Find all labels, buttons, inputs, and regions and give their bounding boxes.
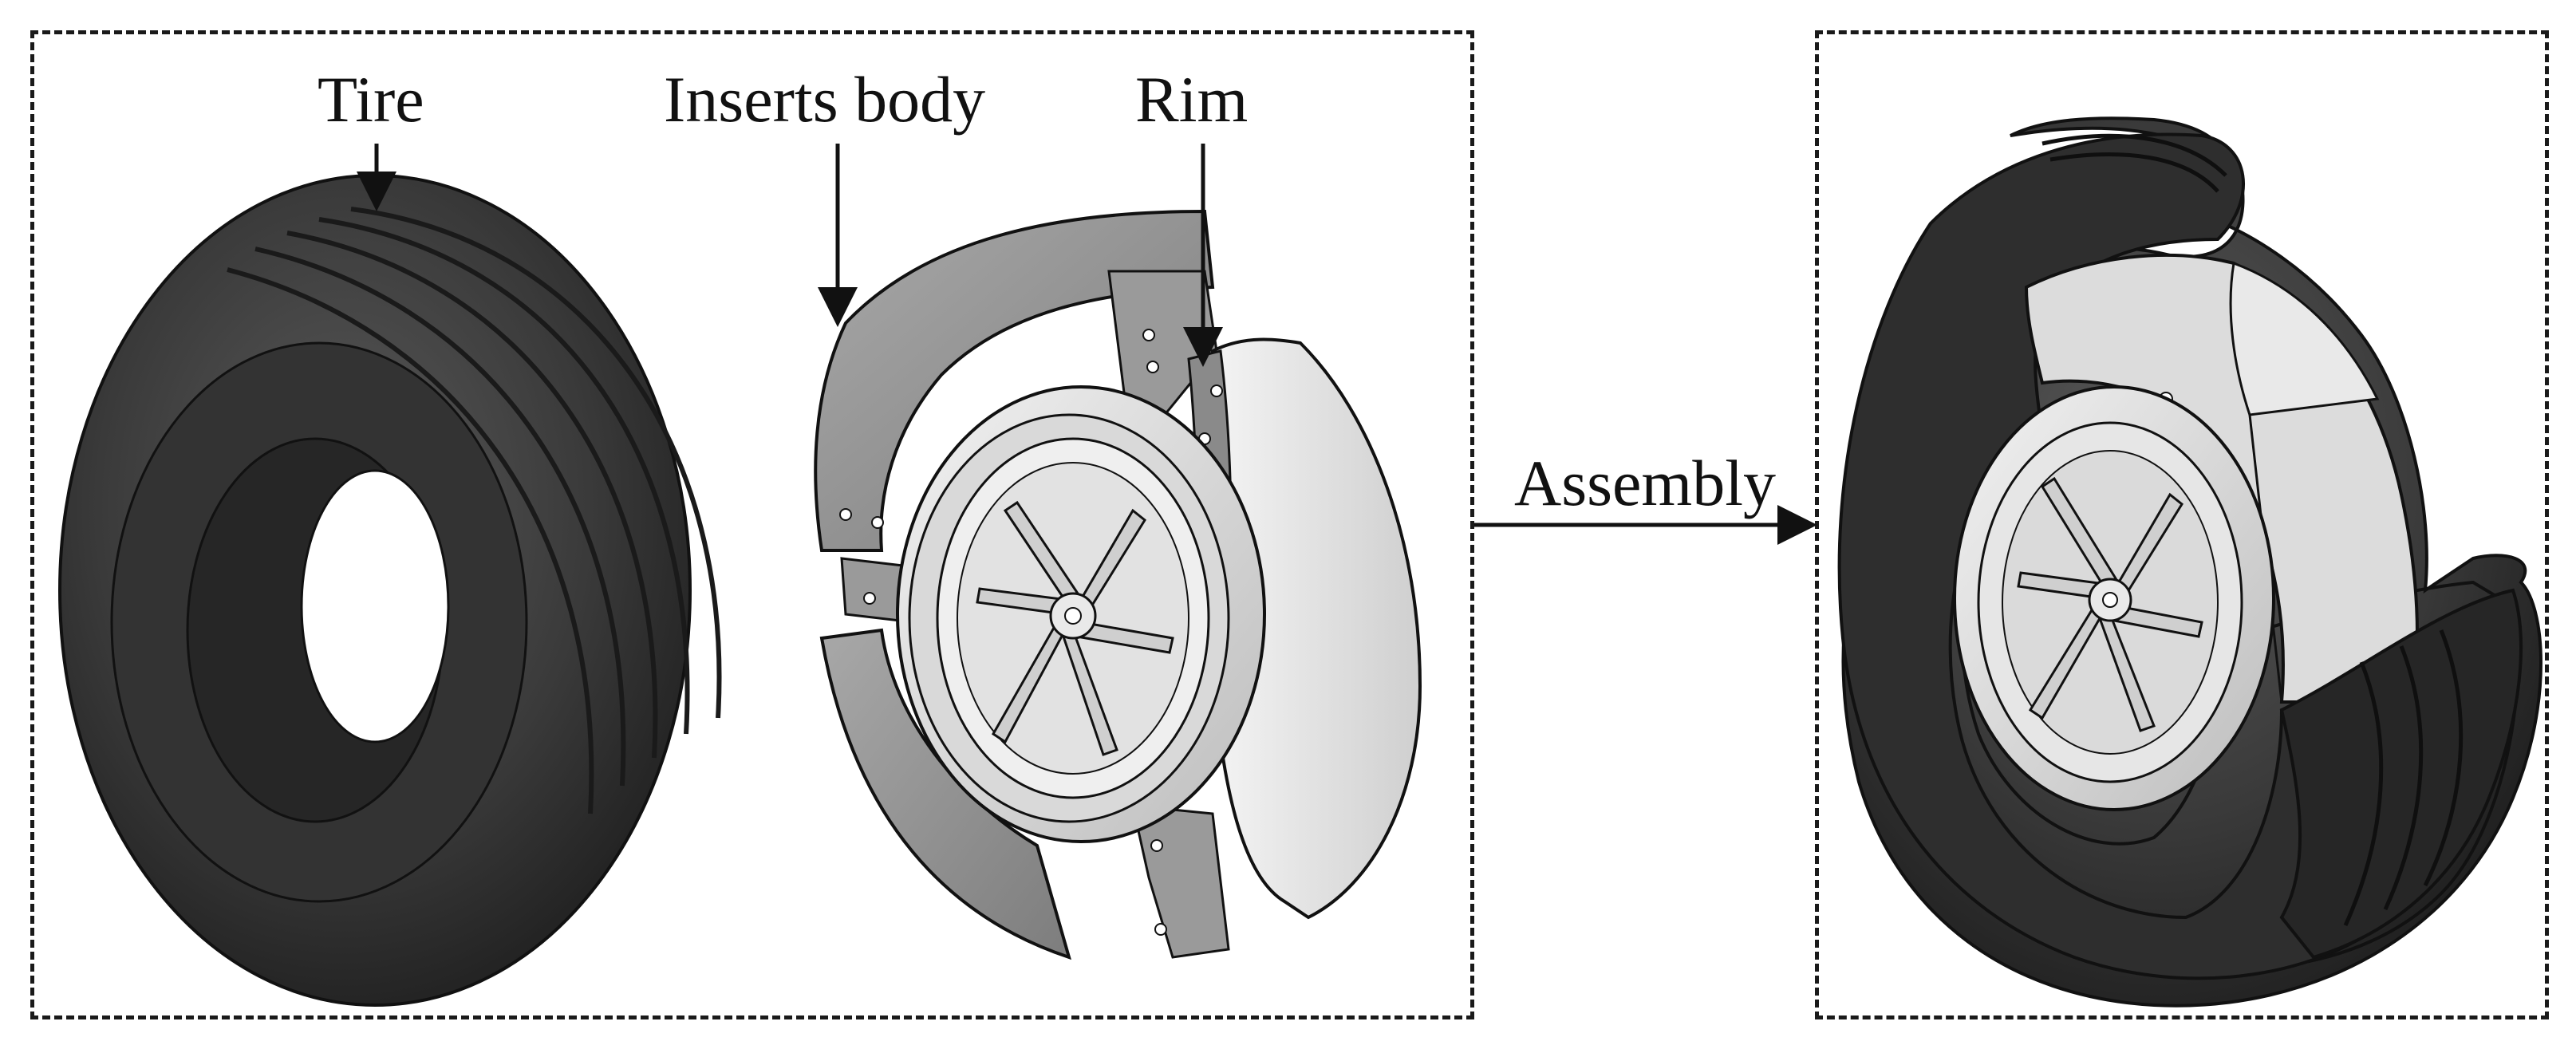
tire-label: Tire (318, 63, 424, 136)
tire-drawing (58, 174, 722, 1007)
annotation-arrows (357, 144, 1817, 545)
rim-label: Rim (1135, 63, 1249, 136)
assembly-label: Assembly (1514, 447, 1776, 519)
exploded-view-panel (30, 30, 1474, 1019)
inserts-body-label: Inserts body (664, 63, 986, 136)
rim-drawing (896, 385, 1266, 843)
assembly-drawing (1837, 116, 2542, 1008)
